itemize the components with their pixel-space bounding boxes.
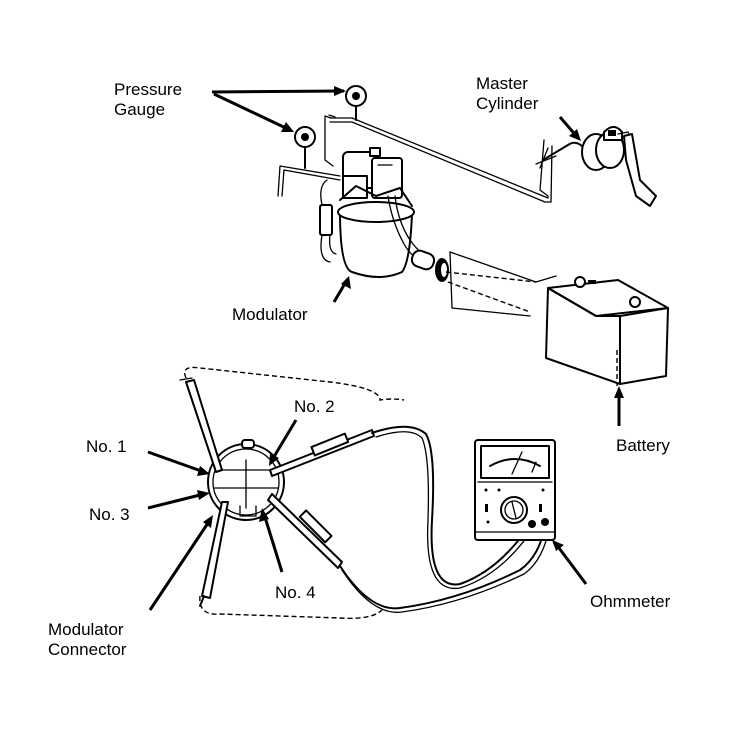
pressure-gauge-lower [277, 126, 341, 197]
test-probe-3 [199, 501, 229, 607]
jumper-lead-dashed [183, 366, 405, 620]
label-no1: No. 1 [86, 437, 127, 456]
label-modulator-connector-line1: Modulator [48, 620, 124, 639]
ohmmeter-leads [339, 425, 551, 613]
label-battery: Battery [616, 436, 670, 455]
label-pressure-gauge-line1: Pressure [114, 80, 183, 99]
label-modulator-connector-line2: Connector [48, 640, 127, 659]
label-modulator: Modulator [232, 305, 308, 324]
callout-arrows-lower [147, 419, 588, 611]
label-ohmmeter: Ohmmeter [590, 592, 671, 611]
label-modulator-connector: Modulator Connector [48, 620, 126, 660]
modulator-connector [207, 439, 285, 521]
label-master-cylinder: Master Cylinder [476, 74, 538, 114]
callout-arrows-upper [211, 86, 624, 426]
label-master-cylinder-line1: Master [476, 74, 528, 93]
label-pressure-gauge: Pressure Gauge [114, 80, 182, 120]
label-pressure-gauge-line2: Gauge [114, 100, 166, 119]
test-probe-2 [269, 429, 375, 477]
label-no2: No. 2 [294, 397, 335, 416]
ohmmeter [474, 439, 556, 541]
label-no3: No. 3 [89, 505, 130, 524]
test-probe-1 [179, 377, 223, 473]
modulator [319, 147, 429, 278]
master-cylinder [535, 126, 657, 207]
battery [545, 276, 669, 386]
label-master-cylinder-line2: Cylinder [476, 94, 539, 113]
brake-line [324, 114, 553, 203]
bracket-plate [445, 251, 557, 317]
label-no4: No. 4 [275, 583, 316, 602]
test-probe-4 [267, 493, 343, 569]
harness-connector [410, 249, 449, 282]
pressure-gauge-upper [345, 85, 367, 121]
